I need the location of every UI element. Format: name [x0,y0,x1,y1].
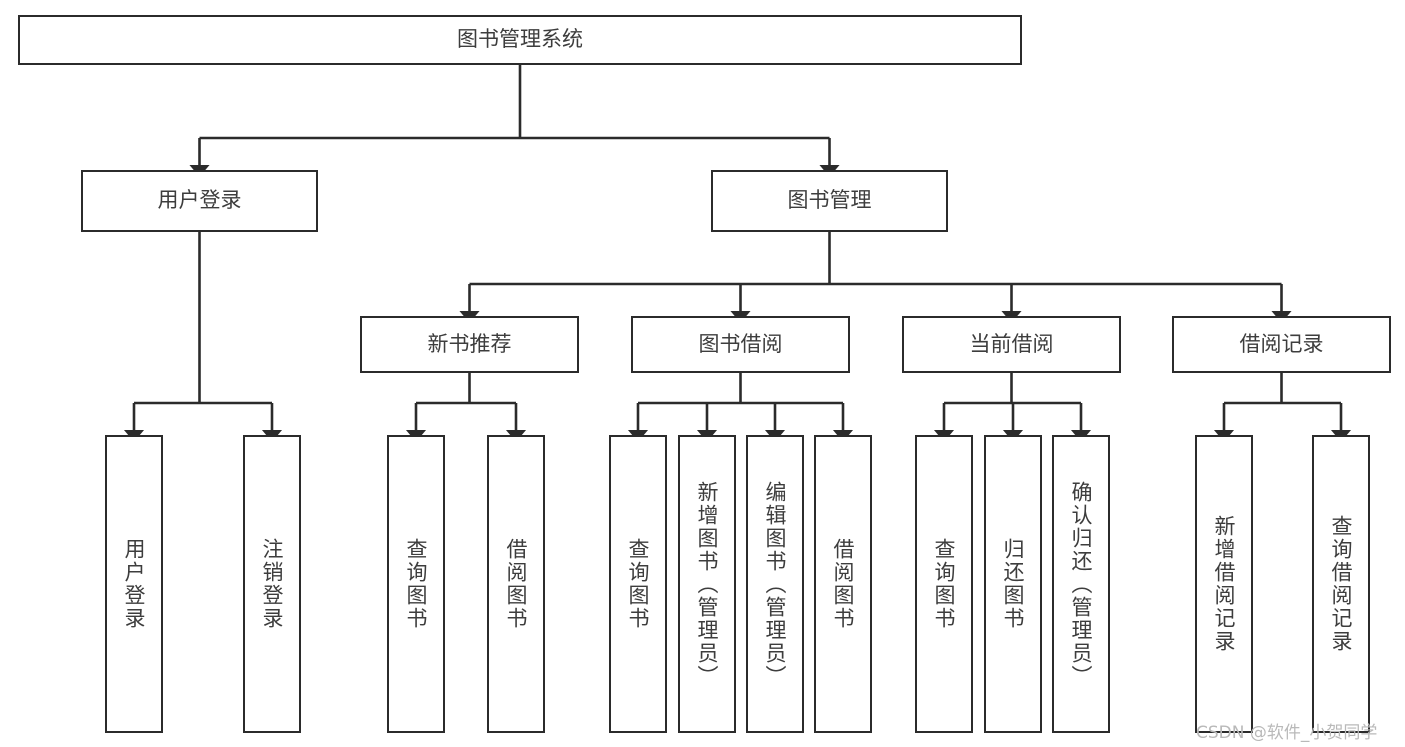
node-label-leaf-add-record: 新增借阅记录 [1212,515,1237,653]
node-leaf-user-login: 用户登录 [105,435,163,733]
node-label-borrow-record: 借阅记录 [1239,331,1324,356]
node-leaf-edit-book: 编辑图书（管理员） [746,435,804,733]
node-label-leaf-edit-book: 编辑图书（管理员） [763,480,788,688]
node-label-leaf-return-book: 归还图书 [1001,538,1026,630]
node-label-leaf-add-book: 新增图书（管理员） [695,480,720,688]
node-new-book-rec: 新书推荐 [360,316,579,373]
node-leaf-user-logout: 注销登录 [243,435,301,733]
node-label-root: 图书管理系统 [457,27,583,52]
node-leaf-query-book-3: 查询图书 [915,435,973,733]
node-leaf-borrow-book-1: 借阅图书 [487,435,545,733]
node-label-leaf-query-record: 查询借阅记录 [1329,515,1354,653]
node-label-current-borrow: 当前借阅 [969,331,1054,356]
node-leaf-confirm-return: 确认归还（管理员） [1052,435,1110,733]
node-leaf-return-book: 归还图书 [984,435,1042,733]
node-label-leaf-query-book-3: 查询图书 [932,538,957,630]
node-borrow-record: 借阅记录 [1172,316,1391,373]
node-current-borrow: 当前借阅 [902,316,1121,373]
node-leaf-add-book: 新增图书（管理员） [678,435,736,733]
node-label-leaf-query-book-1: 查询图书 [404,538,429,630]
node-label-user-login: 用户登录 [157,188,242,213]
node-leaf-query-book-1: 查询图书 [387,435,445,733]
node-label-new-book-rec: 新书推荐 [427,331,512,356]
node-label-leaf-user-login: 用户登录 [122,538,147,630]
node-label-book-borrow: 图书借阅 [698,331,783,356]
node-label-leaf-query-book-2: 查询图书 [626,538,651,630]
node-root: 图书管理系统 [18,15,1022,65]
node-label-leaf-user-logout: 注销登录 [260,538,285,630]
node-leaf-query-book-2: 查询图书 [609,435,667,733]
node-book-manage: 图书管理 [711,170,948,232]
node-book-borrow: 图书借阅 [631,316,850,373]
node-user-login: 用户登录 [81,170,318,232]
node-label-leaf-borrow-book-1: 借阅图书 [504,538,529,630]
node-leaf-add-record: 新增借阅记录 [1195,435,1253,733]
node-label-leaf-confirm-return: 确认归还（管理员） [1069,480,1094,688]
node-label-book-manage: 图书管理 [787,188,872,213]
node-leaf-query-record: 查询借阅记录 [1312,435,1370,733]
node-label-leaf-borrow-book-2: 借阅图书 [831,538,856,630]
node-leaf-borrow-book-2: 借阅图书 [814,435,872,733]
